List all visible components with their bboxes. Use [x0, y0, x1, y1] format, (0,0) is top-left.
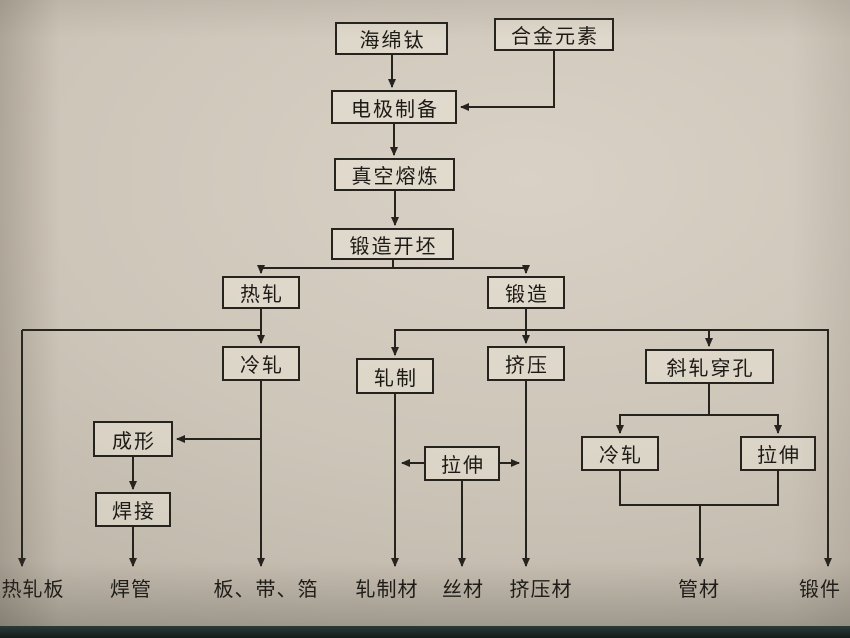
node-forging-billet: 锻造开坯	[331, 228, 454, 260]
node-rolling: 轧制	[356, 358, 434, 394]
output-hot-rolled-plate: 热轧板	[1, 579, 65, 601]
output-extruded-material: 挤压材	[509, 579, 573, 601]
node-electrode-preparation: 电极制备	[331, 90, 457, 124]
node-drawing: 拉伸	[424, 446, 500, 481]
output-pipe-material: 管材	[678, 579, 720, 601]
node-hot-rolling: 热轧	[222, 276, 300, 309]
node-extrusion: 挤压	[487, 346, 565, 381]
node-cold-rolling-2: 冷轧	[581, 436, 659, 471]
photo-bottom-edge	[0, 626, 850, 638]
node-forming: 成形	[93, 421, 173, 457]
node-sponge-titanium: 海绵钛	[335, 22, 448, 55]
node-cold-rolling: 冷轧	[222, 346, 300, 381]
node-welding: 焊接	[95, 492, 171, 527]
node-forging: 锻造	[487, 276, 565, 309]
output-wire-material: 丝材	[442, 579, 484, 601]
output-rolled-material: 轧制材	[355, 579, 419, 601]
output-welded-pipe: 焊管	[110, 579, 152, 601]
output-forged-piece: 锻件	[799, 579, 841, 601]
output-plate-strip-foil: 板、带、箔	[213, 579, 319, 601]
node-cross-roll-piercing: 斜轧穿孔	[645, 349, 774, 384]
node-vacuum-melting: 真空熔炼	[334, 158, 455, 191]
node-alloy-elements: 合金元素	[494, 18, 614, 51]
node-drawing-2: 拉伸	[740, 436, 816, 471]
